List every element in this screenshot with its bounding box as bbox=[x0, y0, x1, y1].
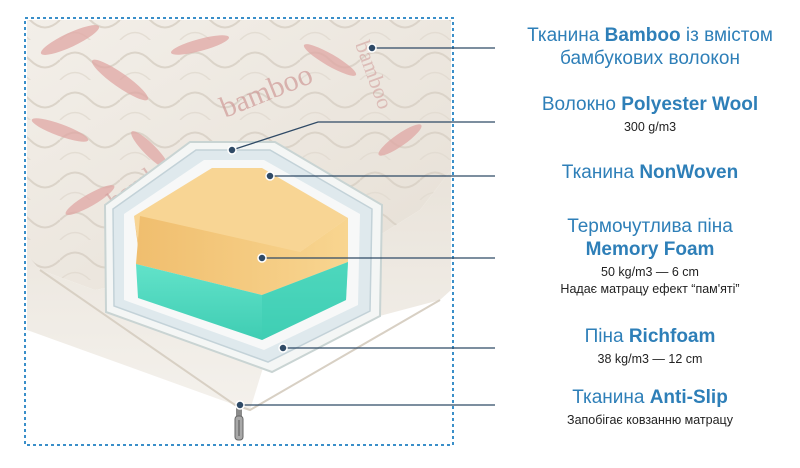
label-anti-slip: Тканина Anti-Slip Запобігає ковзанню мат… bbox=[567, 387, 733, 427]
label-polyester-wool: Волокно Polyester Wool 300 g/m3 bbox=[541, 94, 759, 134]
label-memory-foam: Термочутлива піна Memory Foam 50 kg/m3 —… bbox=[560, 216, 740, 296]
marker-anti-slip bbox=[235, 400, 245, 410]
label-nonwoven: Тканина NonWoven bbox=[561, 162, 739, 183]
zipper-icon bbox=[234, 404, 244, 441]
marker-memory-foam bbox=[257, 253, 267, 263]
marker-bamboo bbox=[367, 43, 377, 53]
marker-polyester bbox=[227, 145, 237, 155]
marker-richfoam bbox=[278, 343, 288, 353]
frame-border bbox=[24, 17, 454, 446]
label-richfoam: Піна Richfoam 38 kg/m3 — 12 cm bbox=[584, 326, 716, 366]
label-bamboo: Тканина Bamboo із вмістом бамбукових вол… bbox=[527, 25, 773, 69]
cutaway-layers bbox=[103, 141, 384, 374]
marker-nonwoven bbox=[265, 171, 275, 181]
leader-line-polyester bbox=[231, 121, 495, 151]
